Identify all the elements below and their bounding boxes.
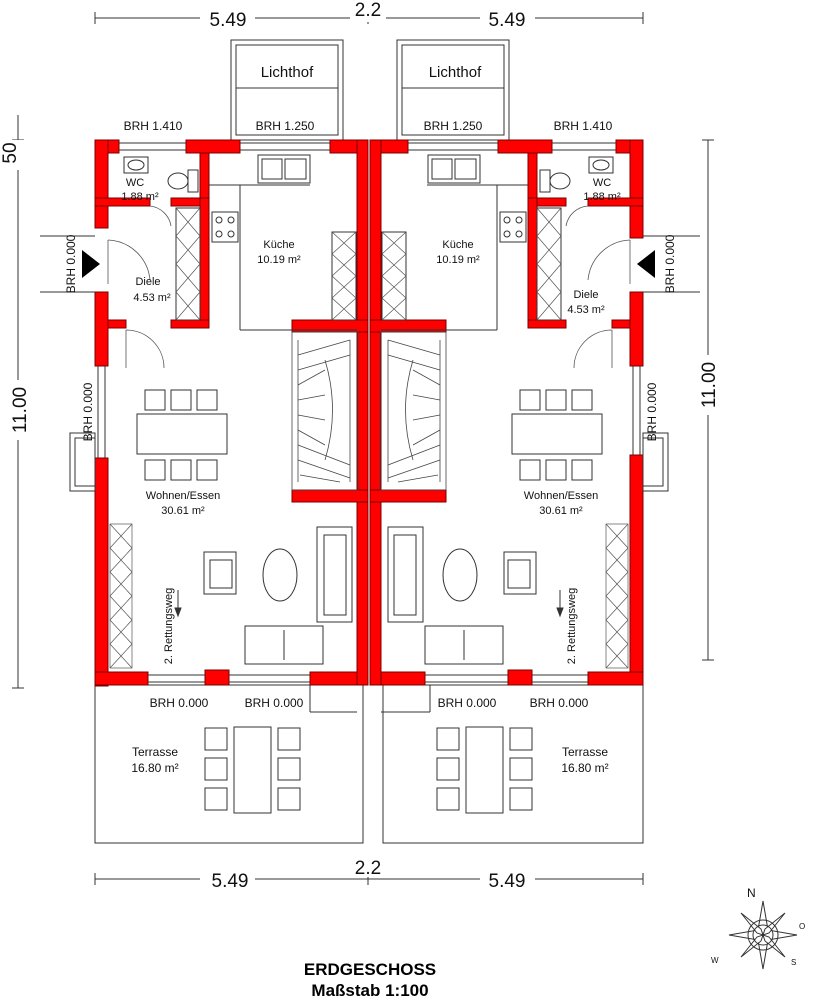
stairs-right: [379, 331, 447, 491]
lichthof-right-label: Lichthof: [429, 64, 482, 81]
brh-side-left-top: BRH 0.000: [64, 234, 78, 293]
compass-icon: N O S W: [711, 886, 805, 970]
dimension-bottom: 5.49 2.2 5.49: [94, 857, 644, 892]
brh-side-right-top: BRH 0.000: [663, 234, 677, 293]
kueche-left-area: 10.19 m²: [257, 254, 301, 266]
diele-right-name: Diele: [573, 289, 598, 301]
room-labels: WC 1.88 m² WC 1.88 m² Diele 4.53 m² Diel…: [121, 177, 621, 517]
brh-labels: BRH 1.410 BRH 1.250 BRH 1.250 BRH 1.410 …: [64, 119, 677, 710]
furniture-right: [387, 389, 603, 665]
brh-top-left-outer: BRH 1.410: [124, 119, 183, 133]
lichthof-left-label: Lichthof: [261, 64, 314, 81]
diele-right-area: 4.53 m²: [567, 304, 605, 316]
dim-bottom-left: 5.49: [212, 871, 249, 892]
brh-side-right-mid: BRH 0.000: [645, 382, 659, 441]
rettungsweg-left: 2. Rettungsweg: [163, 588, 175, 664]
rettungsweg-right: 2. Rettungsweg: [566, 588, 578, 664]
dim-top-mid: 2.2: [355, 0, 381, 21]
dim-bottom-right: 5.49: [489, 871, 526, 892]
wc-right-area: 1.88 m²: [583, 191, 621, 203]
wohnen-right-area: 30.61 m²: [539, 505, 583, 517]
plan-scale: Maßstab 1:100: [311, 981, 428, 1000]
brh-side-left-mid: BRH 0.000: [81, 382, 95, 441]
dim-bottom-mid: 2.2: [355, 858, 381, 879]
dimension-left: 11.00 50: [0, 115, 31, 689]
compass-w: W: [711, 956, 719, 965]
kueche-right-name: Küche: [442, 239, 473, 251]
wohnen-right-name: Wohnen/Essen: [524, 490, 598, 502]
lichthof-right-area: Lichthof: [396, 39, 510, 141]
dimension-right: 11.00: [695, 139, 721, 661]
doors: [107, 205, 631, 369]
brh-bottom-1: BRH 0.000: [150, 696, 209, 710]
dim-top-left: 5.49: [210, 10, 247, 31]
terrasse-left-name: Terrasse: [132, 745, 178, 759]
brh-bottom-4: BRH 0.000: [530, 696, 589, 710]
diele-left-name: Diele: [135, 276, 160, 288]
cabinets: [109, 207, 629, 669]
plan-title: ERDGESCHOSS: [304, 960, 436, 979]
dimension-top: 5.49 2.2 5.49: [94, 0, 644, 31]
terrasse-right-name: Terrasse: [562, 745, 608, 759]
compass-o: O: [799, 922, 805, 931]
compass-s: S: [791, 958, 796, 967]
brh-bottom-2: BRH 0.000: [245, 696, 304, 710]
brh-bottom-3: BRH 0.000: [438, 696, 497, 710]
rettungsweg-arrows: [174, 590, 564, 618]
entrance-arrow-right-icon: [637, 235, 700, 293]
dim-left-small: 50: [0, 142, 21, 163]
stairs-left: [291, 331, 359, 491]
dim-top-right: 5.49: [489, 10, 526, 31]
kueche-left-name: Küche: [263, 239, 294, 251]
diele-left-area: 4.53 m²: [133, 292, 171, 304]
brh-top-right-outer: BRH 1.410: [554, 119, 613, 133]
kueche-right-area: 10.19 m²: [436, 254, 480, 266]
terrasse-left-area-text: 16.80 m²: [131, 761, 178, 775]
compass-n: N: [747, 886, 756, 900]
dim-right-height: 11.00: [699, 362, 720, 408]
dim-left-height: 11.00: [10, 387, 31, 433]
wc-right-name: WC: [593, 177, 611, 189]
terrasse-right-area-text: 16.80 m²: [561, 761, 608, 775]
brh-top-left-inner: BRH 1.250: [256, 119, 315, 133]
wohnen-left-area: 30.61 m²: [161, 505, 205, 517]
brh-top-right-inner: BRH 1.250: [424, 119, 483, 133]
kitchen-right: [381, 154, 562, 321]
terrasse-right-area: Terrasse 16.80 m²: [382, 684, 644, 844]
terrasse-left-area: Terrasse 16.80 m²: [94, 684, 364, 844]
lichthof-left-area: Lichthof: [230, 39, 344, 141]
wc-fixtures: [123, 156, 614, 193]
windows: [69, 142, 669, 713]
wc-left-name: WC: [126, 177, 144, 189]
furniture-left: [136, 389, 353, 665]
wc-left-area: 1.88 m²: [121, 191, 159, 203]
wohnen-left-name: Wohnen/Essen: [146, 490, 220, 502]
entrance-arrow-left-icon: [40, 235, 100, 293]
